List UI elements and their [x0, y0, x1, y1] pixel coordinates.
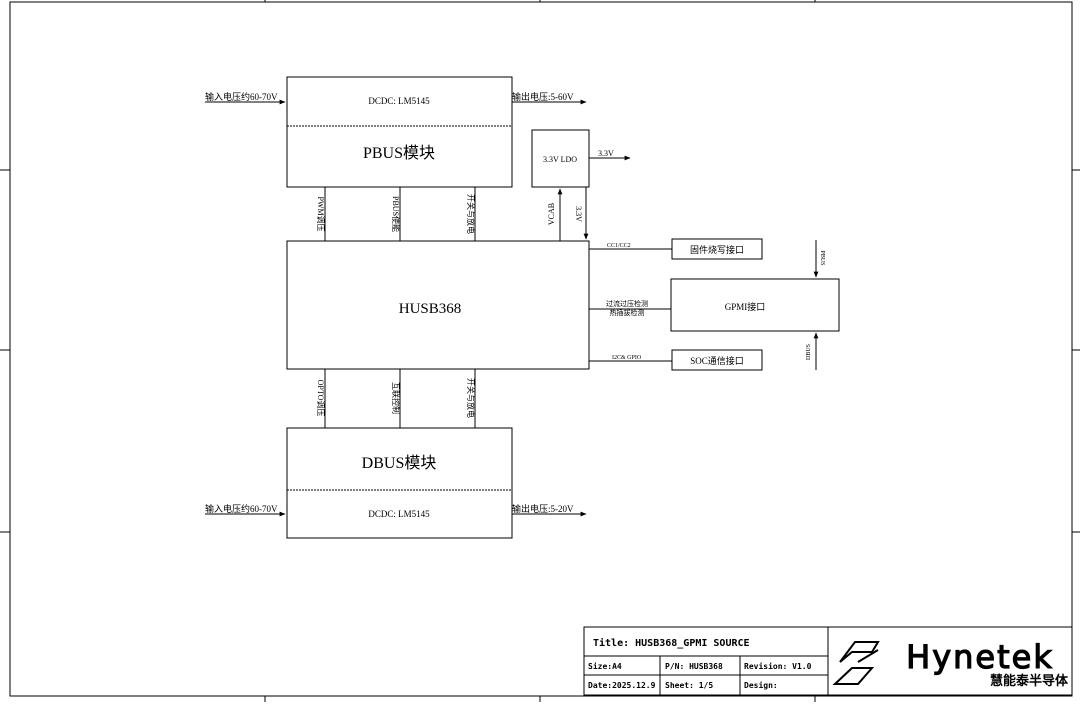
opto-label: OPTO调压	[316, 380, 325, 417]
soc-label: SOC通信接口	[690, 355, 744, 366]
firmware-label: 固件烧写接口	[690, 244, 744, 255]
ldo-output-label: 3.3V	[598, 149, 614, 158]
pbus-output-label: 输出电压:5-60V	[512, 91, 574, 102]
dbus-input-label: 输入电压约60-70V	[205, 503, 278, 514]
pbus-title: PBUS模块	[363, 144, 435, 162]
ldo-block: 3.3V LDO 3.3V	[531, 129, 631, 188]
date-text: Date:2025.12.9	[588, 681, 656, 690]
gpmi-dbus-label: DBUS	[806, 344, 812, 360]
title-block: Title: HUSB368_GPMI SOURCE Size:A4 P/N: …	[583, 626, 829, 696]
pbus-enable-label: PBUS使能	[391, 196, 401, 232]
firmware-interface: 固件烧写接口 CC1/CC2	[589, 238, 763, 260]
v33-label: 3.3V	[574, 206, 583, 222]
sheet-border	[9, 1, 1073, 697]
interlock-label: 互联控制	[391, 382, 401, 414]
gpmi-interface: GPMI接口 过流过压检测 热插拔检测 PBUS DBUS	[589, 240, 840, 370]
pbus-input: 输入电压约60-70V	[205, 91, 286, 105]
dbus-input: 输入电压约60-70V	[205, 503, 286, 517]
title-text: Title: HUSB368_GPMI SOURCE	[593, 637, 750, 649]
ocp-label: 过流过压检测	[606, 299, 648, 308]
pbus-module: DCDC: LM5145 PBUS模块	[286, 76, 513, 188]
dbus-module: DBUS模块 DCDC: LM5145	[286, 427, 513, 539]
husb368-block: HUSB368	[286, 240, 590, 370]
hotplug-label: 热插拔检测	[610, 308, 645, 317]
size-text: Size:A4	[588, 661, 622, 671]
vcab-label: VCAB	[547, 203, 556, 225]
pbus-input-label: 输入电压约60-70V	[205, 91, 278, 102]
logo-text: Hynetek	[906, 638, 1054, 676]
dbus-dcdc-label: DCDC: LM5145	[368, 509, 430, 519]
design-text: Design:	[744, 680, 778, 690]
dbus-output-label: 输出电压:5-20V	[512, 503, 574, 514]
husb-dbus-connections	[324, 369, 476, 428]
dbus-title: DBUS模块	[362, 454, 437, 472]
company-logo: Hynetek 慧能泰半导体	[827, 626, 1073, 696]
pbus-husb-connections	[324, 187, 476, 241]
pbus-switch-label: 开关与放电	[466, 194, 476, 234]
gpmi-label: GPMI接口	[725, 301, 766, 312]
gpmi-pbus-label: PBUS	[819, 250, 825, 265]
pwm-label: PWM调压	[316, 196, 325, 231]
hynetek-logo-icon	[832, 641, 880, 685]
pbus-dcdc-label: DCDC: LM5145	[368, 96, 430, 106]
dbus-switch-label: 开关与放电	[466, 378, 476, 418]
soc-interface: SOC通信接口 I2C& GPIO	[589, 349, 763, 371]
cc-label: CC1/CC2	[607, 243, 631, 249]
logo-cn-text: 慧能泰半导体	[990, 673, 1069, 689]
pn-text: P/N: HUSB368	[665, 662, 723, 671]
pbus-output: 输出电压:5-60V	[512, 91, 587, 105]
ldo-label: 3.3V LDO	[543, 155, 577, 164]
revision-text: Revision: V1.0	[744, 661, 812, 671]
husb368-label: HUSB368	[399, 301, 462, 317]
dbus-output: 输出电压:5-20V	[512, 503, 587, 517]
sheet-text: Sheet: 1/5	[665, 681, 713, 690]
i2c-label: I2C& GPIO	[612, 355, 642, 361]
